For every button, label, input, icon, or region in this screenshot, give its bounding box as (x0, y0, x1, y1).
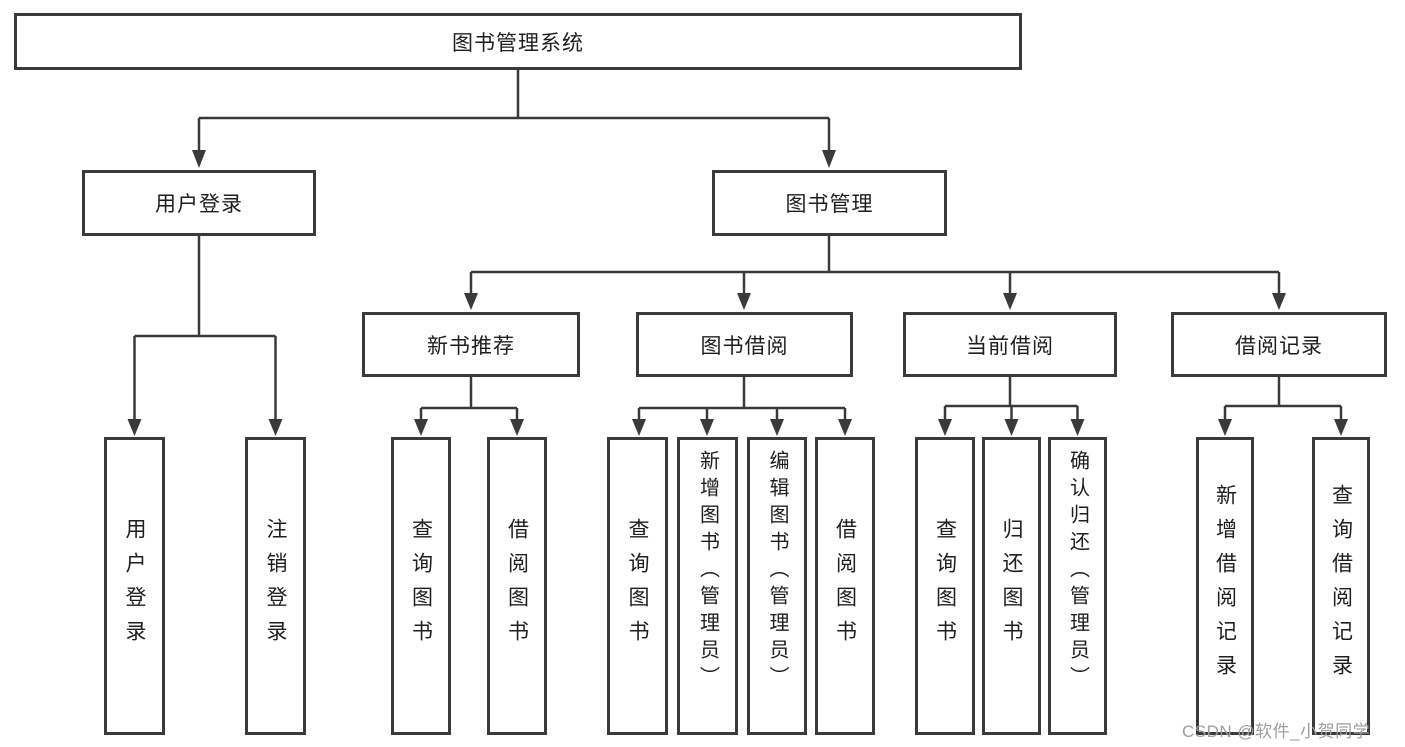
arrowhead-icon (192, 150, 206, 168)
leaf-label: 查询图书 (409, 518, 433, 654)
leaf-user-login: 用户登录 (104, 437, 165, 735)
leaf-label: 用户登录 (123, 518, 146, 654)
leaf-label: 编辑图书（管理员） (766, 450, 788, 693)
node-book-management: 图书管理 (712, 170, 947, 236)
edge-records-trunk (1225, 377, 1341, 408)
node-label: 图书借阅 (700, 334, 789, 358)
leaf-label: 查询借阅记录 (1329, 484, 1353, 688)
node-new-book-recommend: 新书推荐 (362, 312, 580, 377)
edge-login-trunk (134, 236, 276, 338)
arrowhead-icon (700, 419, 714, 436)
arrowhead-icon (632, 419, 646, 436)
edge-borrow-trunk (639, 377, 845, 410)
leaf-borrow-books-recommend: 借阅图书 (487, 437, 547, 735)
leaf-logout: 注销登录 (245, 437, 306, 735)
node-label: 借阅记录 (1235, 334, 1323, 358)
arrowhead-icon (510, 419, 524, 436)
arrowhead-icon (770, 419, 784, 436)
leaf-label: 新增借阅记录 (1213, 484, 1237, 688)
edge-current-trunk (945, 377, 1078, 408)
arrowhead-icon (822, 150, 836, 168)
leaf-label: 借阅图书 (833, 518, 857, 654)
leaf-label: 归还图书 (1000, 518, 1023, 654)
arrowhead-icon (1334, 419, 1348, 436)
arrowhead-icon (737, 293, 751, 310)
edge-root-trunk (199, 70, 829, 120)
leaf-edit-books-admin: 编辑图书（管理员） (747, 437, 807, 735)
leaf-label: 查询图书 (933, 518, 957, 654)
leaf-query-books-borrow: 查询图书 (607, 437, 668, 735)
leaf-label: 注销登录 (264, 518, 287, 654)
arrowhead-icon (1272, 293, 1286, 310)
arrowhead-icon (268, 419, 283, 436)
leaf-query-books-recommend: 查询图书 (391, 437, 451, 735)
arrowhead-icon (464, 293, 478, 310)
leaf-label: 新增图书（管理员） (696, 450, 719, 693)
leaf-label: 确认归还（管理员） (1066, 450, 1089, 693)
node-label: 用户登录 (155, 193, 243, 216)
node-book-borrow: 图书借阅 (636, 312, 853, 377)
edge-mgmt-trunk (471, 236, 1279, 274)
node-user-login: 用户登录 (82, 170, 316, 236)
leaf-add-books-admin: 新增图书（管理员） (677, 437, 738, 735)
leaf-query-books-current: 查询图书 (915, 437, 975, 735)
leaf-label: 借阅图书 (505, 518, 529, 654)
node-label: 当前借阅 (966, 334, 1054, 358)
arrowhead-icon (1004, 419, 1019, 436)
leaf-confirm-return-admin: 确认归还（管理员） (1048, 437, 1107, 735)
leaf-label: 查询图书 (626, 518, 649, 654)
arrowhead-icon (838, 419, 852, 436)
arrowhead-icon (1218, 419, 1232, 436)
arrowhead-icon (1003, 293, 1017, 310)
leaf-query-borrow-record: 查询借阅记录 (1312, 437, 1370, 735)
node-label: 图书管理系统 (452, 31, 584, 55)
arrowhead-icon (938, 419, 952, 436)
edge-recommend-trunk (421, 377, 517, 410)
node-current-borrow: 当前借阅 (903, 312, 1117, 377)
node-root-library-system: 图书管理系统 (14, 13, 1022, 70)
node-label: 图书管理 (785, 193, 874, 216)
leaf-return-books: 归还图书 (982, 437, 1041, 735)
csdn-watermark: CSDN @软件_小贺同学 (1182, 722, 1371, 741)
arrowhead-icon (1070, 419, 1085, 436)
leaf-add-borrow-record: 新增借阅记录 (1196, 437, 1254, 735)
leaf-borrow-books: 借阅图书 (815, 437, 875, 735)
node-borrow-records: 借阅记录 (1171, 312, 1387, 377)
arrowhead-icon (414, 419, 428, 436)
arrowhead-icon (127, 419, 142, 436)
node-label: 新书推荐 (427, 334, 515, 358)
